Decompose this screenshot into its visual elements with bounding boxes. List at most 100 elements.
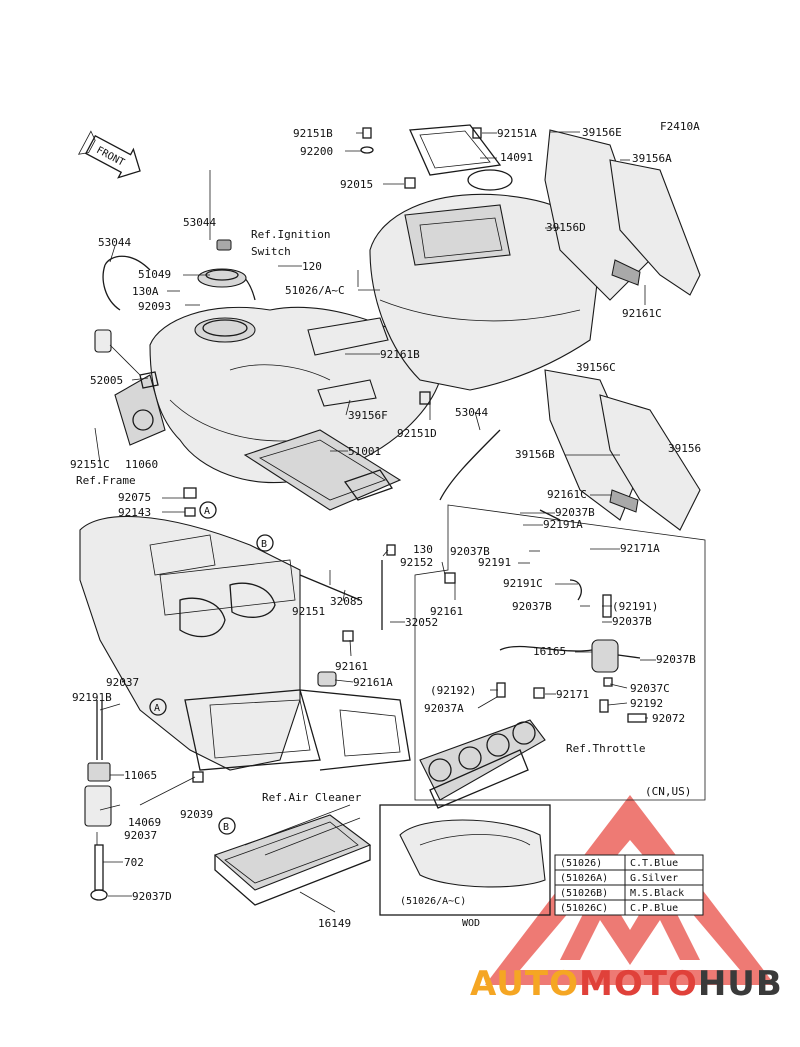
part-label: 92200 — [300, 145, 333, 158]
part-label: 92171A — [620, 542, 660, 555]
ref-throttle: Ref.Throttle — [566, 742, 645, 755]
part-label: 92039 — [180, 808, 213, 821]
ref-frame: Ref.Frame — [76, 474, 136, 487]
ref-air-cleaner: Ref.Air Cleaner — [262, 791, 362, 804]
part-label: 53044 — [183, 216, 216, 229]
part-label: 92191B — [72, 691, 112, 704]
part-label: 51001 — [348, 445, 381, 458]
duct-cover-top — [409, 124, 513, 191]
pads — [307, 317, 389, 407]
color-table-cell — [624, 899, 704, 916]
marker-a-upper: A — [204, 506, 210, 517]
hardware — [183, 127, 647, 723]
reference-labels: F2410A Ref.Ignition Switch Ref.Frame Ref… — [76, 120, 700, 929]
part-label: 92037B — [512, 600, 552, 613]
part-label: 92171 — [556, 688, 589, 701]
part-label: 92161 — [430, 605, 463, 618]
part-label: 14069 — [128, 816, 161, 829]
part-label: 92161A — [353, 676, 393, 689]
color-table-part: (51026B) — [560, 888, 608, 899]
leader-lines — [94, 131, 656, 913]
part-label: 92037B — [612, 615, 652, 628]
marker-b-lower: B — [223, 822, 229, 833]
marker-b-upper: B — [261, 539, 267, 550]
filler-cap — [197, 239, 247, 288]
front-arrow-label: FRONT — [94, 145, 126, 169]
part-label: 14091 — [500, 151, 533, 164]
watermark-wordmark: AUTOMOTOHUB — [470, 964, 783, 1004]
part-label: 39156B — [515, 448, 555, 461]
part-label: 32085 — [330, 595, 363, 608]
color-table-color: M.S.Black — [630, 888, 684, 899]
color-table-color: C.T.Blue — [630, 858, 678, 869]
market-note: (CN,US) — [645, 785, 691, 798]
ref-ignition-switch: Ref.Ignition — [251, 228, 330, 241]
part-label: 92037C — [630, 682, 670, 695]
part-label: 53044 — [98, 236, 131, 249]
front-arrow: FRONT — [77, 130, 141, 179]
part-labels: 92151B 92200 92015 92151A 14091 39156E 3… — [70, 126, 701, 930]
part-label: 702 — [124, 856, 144, 869]
part-label: 11060 — [125, 458, 158, 471]
part-label: 39156 — [668, 442, 701, 455]
marker-a-lower: A — [154, 703, 160, 714]
part-label: 11065 — [124, 769, 157, 782]
part-label: 92037B — [656, 653, 696, 666]
figure-code: F2410A — [660, 120, 700, 133]
part-label: 92037B — [555, 506, 595, 519]
part-label: 120 — [302, 260, 322, 273]
tank-cover — [369, 193, 601, 391]
part-label: 92037A — [424, 702, 464, 715]
part-label: 92143 — [118, 506, 151, 519]
watermark-word-hub: HUB — [698, 964, 783, 1004]
part-label: 92152 — [400, 556, 433, 569]
part-label: (51026/A~C) — [400, 896, 466, 907]
part-label: 92161B — [380, 348, 420, 361]
throttle-bodies — [419, 719, 546, 809]
part-label: 92093 — [138, 300, 171, 313]
part-label: 92191 — [478, 556, 511, 569]
part-label: 92151B — [293, 127, 333, 140]
part-label: 92161C — [547, 488, 587, 501]
part-label: 32052 — [405, 616, 438, 629]
part-label: 53044 — [455, 406, 488, 419]
air-filter — [213, 804, 372, 906]
svg-text:AUTOMOTOHUB: AUTOMOTOHUB — [470, 964, 783, 1004]
part-label: 39156F — [348, 409, 388, 422]
fuel-tank — [149, 306, 441, 484]
watermark-word-moto: MOTO — [579, 964, 698, 1004]
part-label: 92037D — [132, 890, 172, 903]
part-label: 130A — [132, 285, 159, 298]
ref-ignition-switch-line2: Switch — [251, 245, 291, 258]
part-label: (92192) — [430, 684, 476, 697]
part-label: 39156E — [582, 126, 622, 139]
color-table-part: (51026) — [560, 858, 602, 869]
part-label: 51049 — [138, 268, 171, 281]
part-label: 92075 — [118, 491, 151, 504]
part-label: 39156D — [546, 221, 586, 234]
part-label: 130 — [413, 543, 433, 556]
color-table-color: C.P.Blue — [630, 903, 678, 914]
part-label: 92151D — [397, 427, 437, 440]
fuel-pump-flange — [94, 329, 166, 446]
wod-label: WOD — [462, 918, 480, 929]
tank-bracket — [243, 429, 402, 511]
part-label: 16165 — [533, 645, 566, 658]
part-label: 92151 — [292, 605, 325, 618]
part-label: 92037B — [450, 545, 490, 558]
wod-inset — [379, 804, 551, 916]
part-label: 92191C — [503, 577, 543, 590]
color-table: (51026) C.T.Blue (51026A) G.Silver (5102… — [554, 854, 704, 916]
part-label: 92072 — [652, 712, 685, 725]
part-label: 92037 — [106, 676, 139, 689]
part-label: 52005 — [90, 374, 123, 387]
lower-left-hose-assembly — [84, 700, 204, 901]
color-table-color: G.Silver — [630, 873, 678, 884]
part-label: 92151A — [497, 127, 537, 140]
part-label: 39156A — [632, 152, 672, 165]
part-label: 92037 — [124, 829, 157, 842]
part-label: 92192 — [630, 697, 663, 710]
color-table-part: (51026C) — [560, 903, 608, 914]
part-label: 16149 — [318, 917, 351, 930]
part-label: 92151C — [70, 458, 110, 471]
